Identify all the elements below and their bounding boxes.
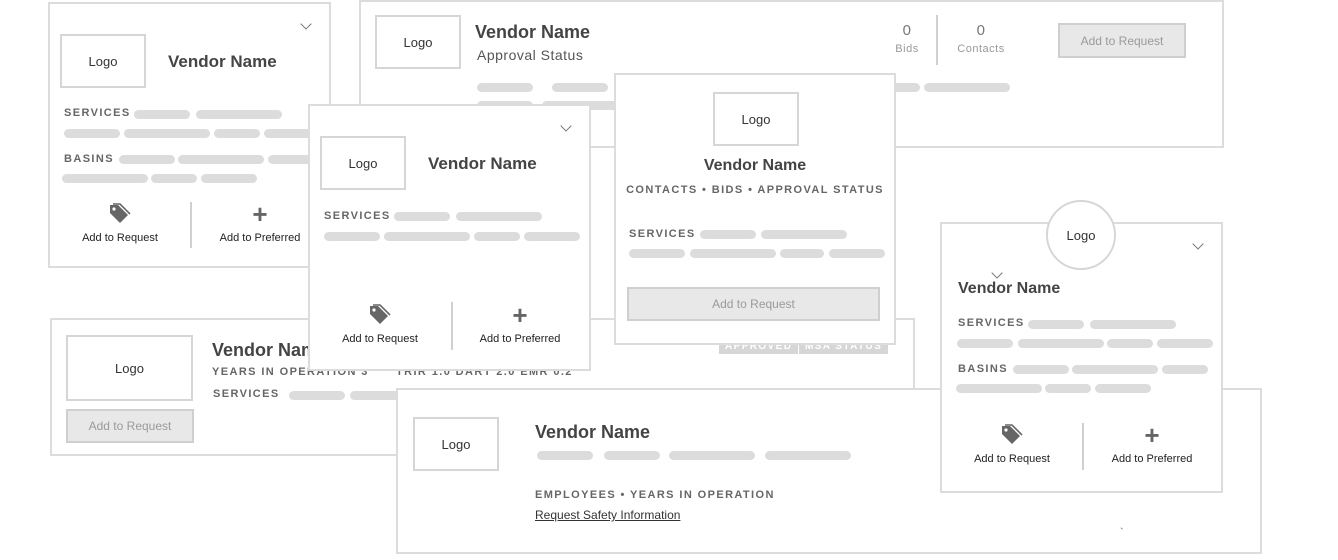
plus-icon: + [512, 300, 528, 330]
vendor-name[interactable]: Vendor Name [703, 157, 807, 174]
service-tag-placeholder [124, 129, 210, 138]
plus-icon: + [1144, 420, 1160, 450]
basin-tag-placeholder [1162, 365, 1208, 374]
service-tag-placeholder [64, 129, 120, 138]
basin-tag-placeholder [1095, 384, 1151, 393]
service-tag-placeholder [394, 212, 450, 221]
vendor-card-compact: Logo Vendor Name SERVICES BASINS Add to … [48, 2, 331, 268]
vendor-logo: Logo [375, 15, 461, 69]
chevron-down-icon[interactable] [560, 120, 572, 132]
service-tag-placeholder [289, 391, 345, 400]
basin-tag-placeholder [1072, 365, 1158, 374]
service-tag-placeholder [1157, 339, 1213, 348]
vendor-logo-round: Logo [1046, 200, 1116, 270]
placeholder-bar [477, 83, 533, 92]
service-tag-placeholder [1018, 339, 1104, 348]
add-to-request-button[interactable]: Add to Request [76, 202, 164, 244]
services-label: SERVICES [324, 210, 391, 222]
service-tag-placeholder [264, 129, 320, 138]
service-tag-placeholder [957, 339, 1013, 348]
vendor-logo: Logo [60, 34, 146, 88]
service-tag-placeholder [700, 230, 756, 239]
service-tag-placeholder [350, 391, 400, 400]
basin-tag-placeholder [151, 174, 197, 183]
add-to-request-button[interactable]: Add to Request [66, 409, 194, 443]
add-to-request-button[interactable]: Add to Request [627, 287, 880, 321]
basin-tag-placeholder [178, 155, 264, 164]
basin-tag-placeholder [1013, 365, 1069, 374]
vendor-card-centered: Logo Vendor Name CONTACTS • BIDS • APPRO… [614, 73, 896, 345]
placeholder-bar [552, 83, 608, 92]
placeholder-bar [604, 451, 660, 460]
chevron-down-icon[interactable] [1192, 238, 1204, 250]
vendor-logo: Logo [320, 136, 406, 190]
add-to-request-button[interactable]: Add to Request [968, 423, 1056, 465]
service-tag-placeholder [456, 212, 542, 221]
basin-tag-placeholder [268, 155, 324, 164]
add-to-request-button[interactable]: Add to Request [1058, 23, 1186, 58]
basin-tag-placeholder [956, 384, 1042, 393]
vendor-logo: Logo [413, 417, 499, 471]
add-to-preferred-button[interactable]: + Add to Preferred [219, 199, 301, 244]
approval-status: Approval Status [477, 47, 584, 63]
divider [936, 15, 938, 65]
chevron-down-icon[interactable] [300, 18, 312, 30]
employees-years-line: EMPLOYEES • YEARS IN OPERATION [535, 489, 775, 501]
service-tag-placeholder [1028, 320, 1084, 329]
service-tag-placeholder [1107, 339, 1153, 348]
service-tag-placeholder [324, 232, 380, 241]
service-tag-placeholder [196, 110, 282, 119]
services-label: SERVICES [64, 107, 131, 119]
vendor-name[interactable]: Vendor Name [958, 280, 1061, 297]
add-to-request-button[interactable]: Add to Request [336, 303, 424, 345]
basins-label: BASINS [958, 363, 1008, 375]
add-to-preferred-button[interactable]: + Add to Preferred [479, 300, 561, 345]
divider [451, 302, 453, 350]
placeholder-bar [765, 451, 851, 460]
services-label: SERVICES [629, 228, 696, 240]
vendor-name[interactable]: Vendor Nam [212, 340, 318, 360]
stray-mark: ` [1120, 527, 1126, 539]
service-tag-placeholder [474, 232, 520, 241]
service-tag-placeholder [1090, 320, 1176, 329]
service-tag-placeholder [829, 249, 885, 258]
service-tag-placeholder [134, 110, 190, 119]
service-tag-placeholder [214, 129, 260, 138]
service-tag-placeholder [384, 232, 470, 241]
basin-tag-placeholder [62, 174, 148, 183]
plus-icon: + [252, 199, 268, 229]
basins-label: BASINS [64, 153, 114, 165]
vendor-name[interactable]: Vendor Name [428, 154, 537, 173]
placeholder-bar [537, 451, 593, 460]
tag-icon [368, 303, 392, 327]
vendor-name[interactable]: Vendor Name [535, 422, 651, 442]
basin-tag-placeholder [119, 155, 175, 164]
chevron-down-icon[interactable] [991, 267, 1003, 279]
placeholder-bar [924, 83, 1010, 92]
services-label: SERVICES [213, 388, 280, 400]
placeholder-bar [669, 451, 755, 460]
vendor-name[interactable]: Vendor Name [168, 52, 277, 71]
service-tag-placeholder [690, 249, 776, 258]
tag-icon [108, 202, 132, 226]
service-tag-placeholder [780, 249, 824, 258]
basin-tag-placeholder [201, 174, 257, 183]
divider [1082, 423, 1084, 470]
vendor-logo: Logo [66, 335, 193, 401]
divider [190, 202, 192, 248]
vendor-logo: Logo [713, 92, 799, 146]
service-tag-placeholder [761, 230, 847, 239]
services-label: SERVICES [958, 317, 1025, 329]
add-to-preferred-button[interactable]: + Add to Preferred [1111, 420, 1193, 465]
meta-line: CONTACTS • BIDS • APPROVAL STATUS [626, 184, 884, 196]
service-tag-placeholder [524, 232, 580, 241]
vendor-card-popover: Logo Vendor Name SERVICES Add to Request… [308, 104, 591, 371]
service-tag-placeholder [629, 249, 685, 258]
tag-icon [1000, 423, 1024, 447]
vendor-name[interactable]: Vendor Name [475, 22, 591, 42]
request-safety-info-link[interactable]: Request Safety Information [535, 508, 681, 522]
basin-tag-placeholder [1045, 384, 1091, 393]
